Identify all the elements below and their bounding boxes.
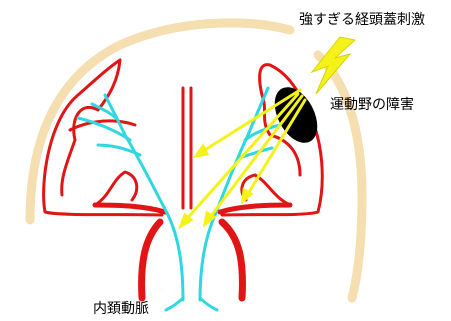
artery-left-small: [95, 172, 137, 205]
artery-right-branch-bottom: [220, 205, 290, 212]
beam-4: [246, 100, 305, 197]
artery-left-branch-bottom: [95, 205, 165, 212]
stimulation-label: 強すぎる経頭蓋刺激: [299, 12, 425, 28]
carotid-right: [222, 222, 242, 298]
internal-carotid-artery-label: 内頚動脈: [93, 301, 149, 317]
carotid-left: [142, 222, 160, 298]
beam-4-arrowhead: [243, 190, 251, 201]
lightning-bolt-icon: [312, 37, 355, 94]
artery-left-loop: [44, 60, 162, 215]
motor-cortex-lesion-label: 運動野の障害: [330, 97, 414, 113]
vein-bottom-fork-left: [166, 298, 183, 310]
beam-1-arrowhead: [196, 146, 207, 156]
vein-bottom-fork-right: [200, 298, 217, 310]
skull-outline-right: [318, 55, 362, 298]
